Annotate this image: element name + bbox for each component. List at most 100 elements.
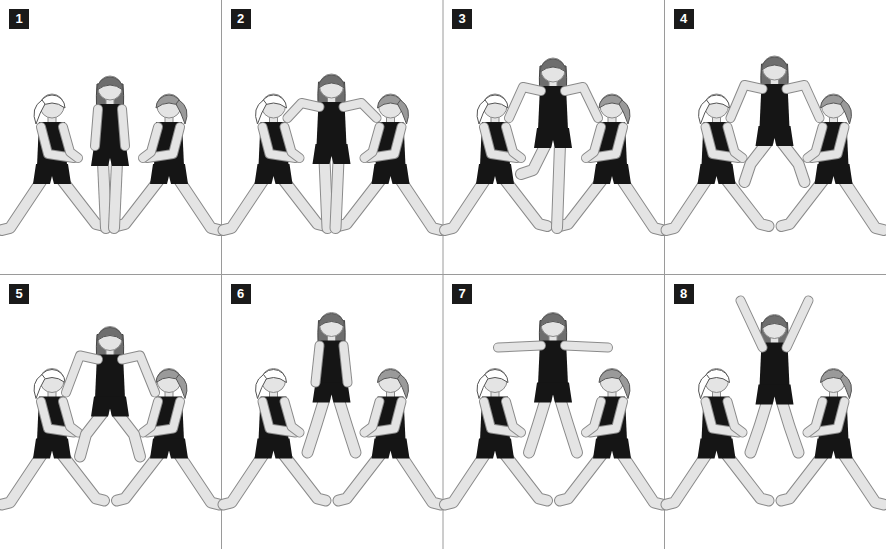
- ponytail: [34, 375, 45, 399]
- limb-outline: [506, 402, 521, 433]
- flyer: [66, 327, 155, 457]
- shorts: [313, 144, 351, 164]
- limb-outline: [365, 127, 380, 158]
- limb: [143, 127, 158, 158]
- limb: [344, 346, 348, 383]
- base-left: [445, 369, 547, 505]
- hair: [540, 314, 566, 327]
- limb: [339, 180, 381, 226]
- limb: [344, 103, 377, 118]
- limb-outline: [521, 144, 546, 174]
- limb: [284, 455, 326, 501]
- limb: [498, 346, 541, 348]
- limb: [103, 162, 106, 228]
- limb-outline: [782, 142, 805, 182]
- base-left: [224, 369, 326, 505]
- limb-outline: [586, 127, 601, 158]
- base-right: [560, 369, 662, 505]
- head: [763, 315, 787, 339]
- limb: [288, 103, 320, 118]
- ponytail: [477, 100, 488, 124]
- limb-outline: [224, 180, 264, 230]
- limb-outline: [288, 103, 320, 118]
- limb-outline: [622, 180, 662, 230]
- limb-outline: [63, 402, 78, 433]
- limb-outline: [505, 455, 547, 501]
- stunt-panel: [2, 76, 219, 230]
- limb-outline: [751, 401, 768, 453]
- shorts: [33, 439, 71, 459]
- stunt-panel: [445, 58, 662, 230]
- shorts: [593, 164, 631, 184]
- limb-outline: [741, 301, 763, 348]
- limb-outline: [728, 402, 743, 433]
- flyer: [288, 74, 377, 228]
- limb: [285, 127, 300, 158]
- base-left: [2, 369, 104, 505]
- limb-outline: [344, 346, 348, 383]
- shorts: [593, 439, 631, 459]
- stunt-panel: [224, 313, 441, 505]
- limb: [565, 87, 598, 118]
- limb-outline: [509, 87, 541, 118]
- limb: [565, 346, 608, 348]
- limb-outline: [285, 402, 300, 433]
- limb-outline: [565, 87, 598, 118]
- ponytail: [841, 100, 852, 124]
- limb-outline: [114, 162, 117, 228]
- limb: [285, 402, 300, 433]
- callout-number: 5: [9, 284, 29, 304]
- ponytail: [256, 375, 267, 399]
- shorts: [255, 164, 293, 184]
- limb-outline: [143, 402, 158, 433]
- base-left: [2, 94, 104, 230]
- limb: [745, 142, 768, 182]
- limb-outline: [498, 346, 541, 348]
- limb: [808, 127, 823, 158]
- shorts: [150, 439, 188, 459]
- limb: [560, 455, 602, 501]
- limb: [521, 144, 546, 174]
- panel-divider: [0, 274, 886, 275]
- shorts: [815, 439, 853, 459]
- limb: [179, 455, 219, 505]
- stunt-panel: [667, 301, 884, 505]
- limb: [66, 356, 98, 393]
- shorts: [33, 164, 71, 184]
- limb-outline: [80, 413, 103, 457]
- limb: [336, 160, 339, 228]
- limb-outline: [284, 455, 326, 501]
- shorts: [815, 164, 853, 184]
- limb-outline: [808, 127, 823, 158]
- head: [98, 327, 122, 351]
- limb: [728, 402, 743, 433]
- limb-outline: [63, 127, 78, 158]
- shorts: [756, 385, 794, 405]
- limb: [557, 144, 560, 228]
- limb: [622, 180, 662, 230]
- limb: [325, 160, 328, 228]
- limb-outline: [344, 103, 377, 118]
- limb: [339, 399, 356, 453]
- ponytail: [477, 375, 488, 399]
- base-right: [339, 369, 441, 505]
- limb-outline: [560, 180, 602, 226]
- limb-outline: [728, 127, 743, 158]
- base-left: [667, 94, 769, 230]
- limb: [560, 399, 577, 453]
- limb-outline: [401, 455, 441, 505]
- callout-number: 7: [452, 284, 472, 304]
- limb: [80, 413, 103, 457]
- base-left: [667, 369, 769, 505]
- hair: [319, 75, 345, 88]
- head: [541, 58, 565, 82]
- base-left: [445, 94, 547, 230]
- tank-top: [95, 104, 125, 148]
- ponytail: [34, 100, 45, 124]
- base-right: [782, 94, 884, 230]
- limb: [122, 356, 155, 393]
- limb-outline: [66, 356, 98, 393]
- limb: [529, 399, 546, 453]
- shorts: [534, 383, 572, 403]
- limb-outline: [339, 399, 356, 453]
